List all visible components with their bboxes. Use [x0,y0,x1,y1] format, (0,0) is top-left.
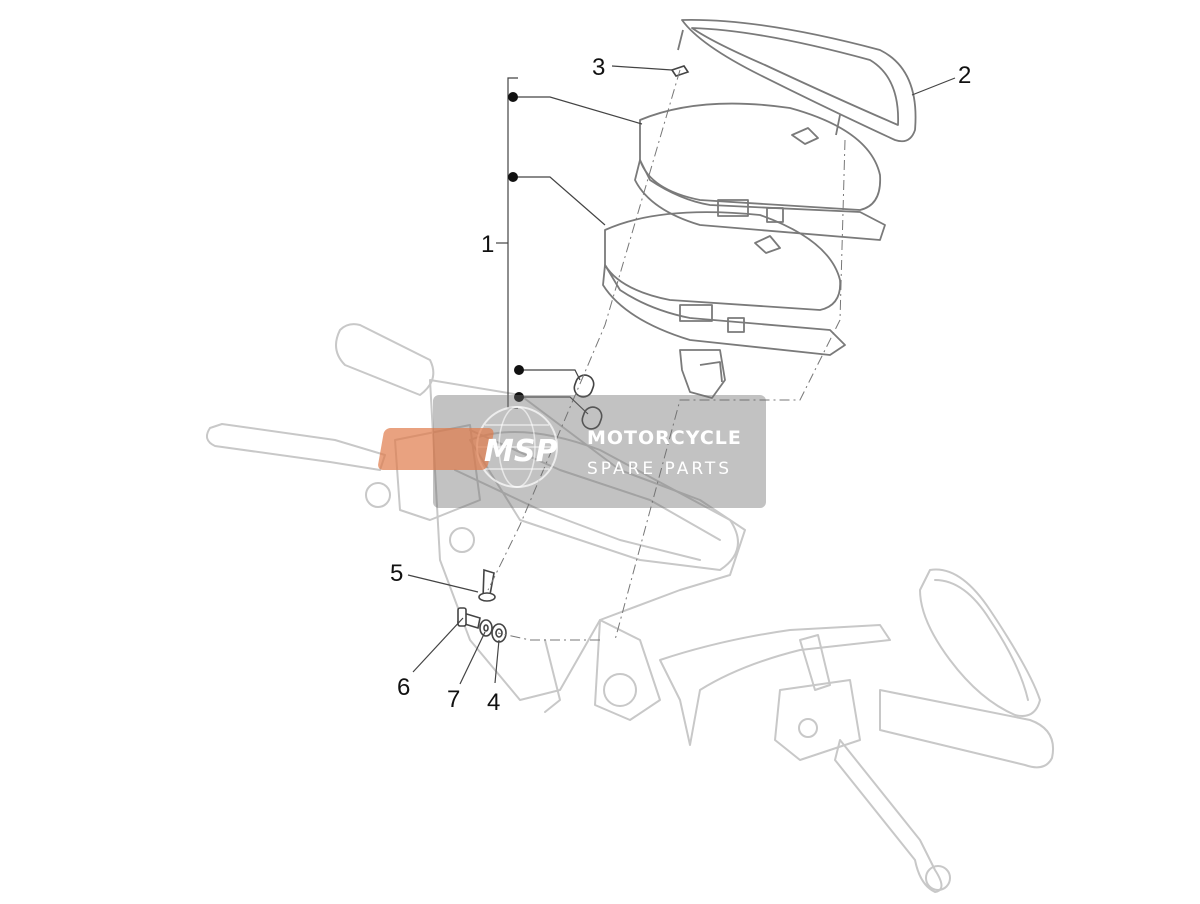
right-brake-lever [834,739,943,893]
left-switch-housing [394,424,481,521]
right-mirror [919,568,1041,717]
watermark-title: MOTORCYCLE [587,427,742,449]
left-brake-lever [205,423,386,471]
callout-4: 4 [487,689,500,716]
instrument-bezel [677,18,917,143]
watermark-logo-text: MSP [484,434,557,469]
steering-stem [594,619,661,721]
watermark-panel [433,395,766,508]
callout-6: 6 [397,674,410,701]
watermark: MSP MOTORCYCLE SPARE PARTS [378,395,766,508]
leader-dots [508,92,524,402]
central-cover [469,431,739,571]
small-parts [457,65,690,643]
leader-lines [407,65,956,685]
right-grip [879,689,1054,769]
capsule-upper [573,374,595,398]
watermark-subtitle: SPARE PARTS [587,459,732,479]
instrument-cluster-upper [634,102,886,241]
callout-5: 5 [390,560,403,587]
callout-3: 3 [592,54,605,81]
right-bar [659,624,891,746]
left-grip [335,323,435,396]
instrument-cluster-lower [602,211,846,399]
handlebar-body [429,379,746,701]
callout-2: 2 [958,62,971,89]
watermark-logo-badge [378,428,494,470]
assembly-axes [487,69,846,641]
callout-7: 7 [447,686,460,713]
right-switch-housing [774,679,861,761]
callout-1: 1 [481,231,494,258]
handlebar-assembly [205,323,1054,893]
